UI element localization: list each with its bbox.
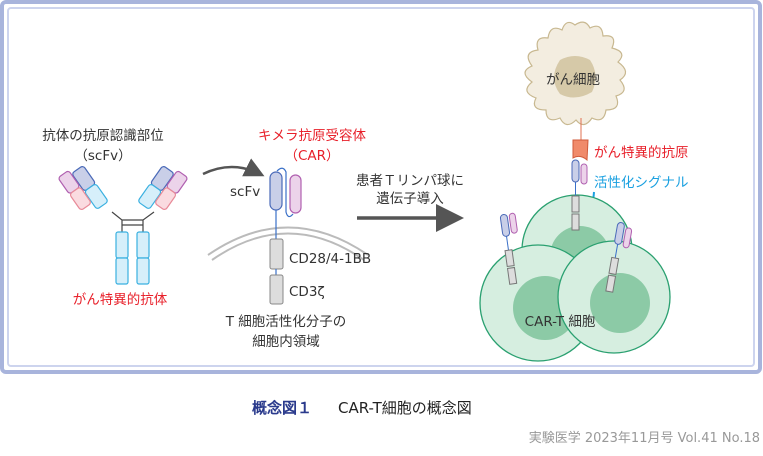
transfer-label: 患者Ｔリンパ球に [356, 173, 464, 189]
scfv-label: scFv [230, 184, 260, 200]
footer-citation: 実験医学 2023年11月号 Vol.41 No.18 [529, 430, 760, 446]
antibody-name: がん特異的抗体 [73, 292, 168, 308]
curved-arrow [202, 158, 265, 177]
transfer-label-2: 遺伝子導入 [376, 191, 444, 207]
cd3-label: CD3ζ [289, 284, 325, 300]
antibody-illustration: 抗体の抗原認識部位 （scFv） がん [42, 128, 188, 308]
activation-signal-label: 活性化シグナル [594, 175, 689, 191]
car-t-cell-label: CAR-T 細胞 [525, 314, 596, 330]
car-label: キメラ抗原受容体 [258, 127, 366, 144]
intracellular-label-2: 細胞内領域 [252, 333, 320, 350]
antibody-label: 抗体の抗原認識部位 [42, 128, 164, 144]
car-abbrev: （CAR） [284, 148, 339, 164]
cd28-label: CD28/4-1BB [289, 251, 371, 267]
intracellular-label: T 細胞活性化分子の [225, 314, 347, 330]
car-structure: キメラ抗原受容体 （CAR） scFv CD28/4-1BB CD3ζ T 細胞… [207, 127, 371, 350]
car-receptors [499, 159, 633, 293]
scfv-label-paren: （scFv） [74, 148, 131, 164]
cancer-antigen-label: がん特異的抗原 [594, 145, 689, 161]
caption-number: 概念図１ [252, 399, 312, 417]
caption-title: CAR-T細胞の概念図 [338, 399, 472, 417]
car-t-cells [479, 194, 671, 362]
frame-outer [0, 0, 762, 374]
cancer-cell: がん細胞 [524, 21, 627, 162]
frame-inner [7, 7, 755, 367]
cancer-cell-label: がん細胞 [546, 72, 600, 88]
